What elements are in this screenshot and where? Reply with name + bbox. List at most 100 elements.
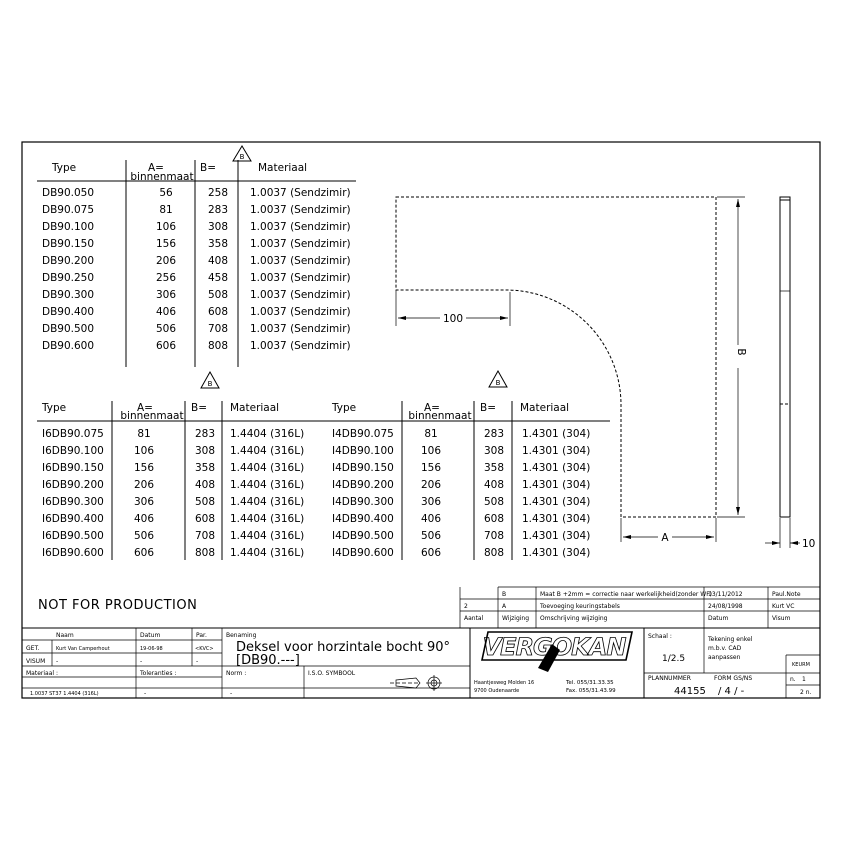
visum-par: - [196,658,198,665]
triangle-revision-icon: B [488,369,508,388]
table2-header-material: Materiaal [230,402,279,414]
cell-material: 1.0037 (Sendzimir) [250,204,351,216]
cell-material: 1.0037 (Sendzimir) [250,238,351,250]
cell-b: 708 [195,530,215,542]
cell-type: DB90.300 [42,289,94,301]
cell-b: 283 [484,428,504,440]
get-name: Kurt Van Camperhout [56,646,110,652]
cell-material: 1.4301 (304) [522,445,590,457]
norm-label: Norm : [226,670,246,677]
cell-material: 1.0037 (Sendzimir) [250,272,351,284]
triangle-revision-icon: B [232,145,252,162]
dimension-b-label: B [735,348,747,355]
cell-a: 606 [134,547,154,559]
cell-type: DB90.500 [42,323,94,335]
iso-symbol-label: I.S.O. SYMBOOL [308,670,356,677]
table-i6db90: Type A= binnenmaat B= B Materiaal I6DB90… [37,370,326,560]
table3-header-a-sub: binnenmaat [408,410,471,422]
cell-b: 308 [484,445,504,457]
cell-material: 1.4404 (316L) [230,496,304,508]
sheet-value: 1 [802,676,806,683]
cell-a: 506 [156,323,176,335]
drawing-title-code: [DB90.---] [236,653,300,668]
revision-name: Kurt VC [772,603,794,610]
svg-text:B: B [496,379,501,387]
cell-type: I4DB90.300 [332,496,394,508]
projection-symbol-icon [426,675,442,691]
revision-date: Datum [708,615,728,622]
par-label: Par. [196,632,207,639]
cell-b: 808 [208,340,228,352]
materiaal-label: Materiaal : [26,670,58,677]
sheet-label: n. [790,676,796,683]
drawing-title: Deksel voor horzintale bocht 90° [236,640,450,655]
cell-a: 606 [421,547,441,559]
cell-a: 206 [421,479,441,491]
cell-a: 406 [156,306,176,318]
cell-a: 81 [137,428,150,440]
cell-material: 1.4301 (304) [522,547,590,559]
cell-type: I4DB90.500 [332,530,394,542]
revision-text: Maat B +2mm = correctie naar werkelijkhe… [540,591,712,598]
cell-a: 306 [421,496,441,508]
cell-material: 1.4301 (304) [522,513,590,525]
revision-num: Aantal [464,615,484,622]
revision-text: Omschrijving wijziging [540,615,608,622]
cell-b: 283 [208,204,228,216]
schaal-value: 1/2.5 [662,654,685,664]
plannummer-value: 44155 [674,686,706,697]
telephone: Tel. 055/31.33.35 [565,680,614,686]
cell-b: 808 [484,547,504,559]
cell-a: 306 [156,289,176,301]
cell-a: 406 [421,513,441,525]
revision-name: Paul.Note [772,591,801,598]
table-i4db90: Type A= binnenmaat B= B Materiaal I4DB90… [326,369,610,560]
table-row: I6DB90.600 606 808 1.4404 (316L) [42,547,304,559]
form-label: FORM GS/NS [714,675,752,682]
table2-header-type: Type [41,402,66,414]
cell-type: I6DB90.100 [42,445,104,457]
cell-b: 808 [195,547,215,559]
cell-material: 1.4301 (304) [522,530,590,542]
dimension-100-label: 100 [443,313,463,325]
table3-header-type: Type [331,402,356,414]
cell-type: DB90.600 [42,340,94,352]
cell-material: 1.4404 (316L) [230,530,304,542]
table2-header-a: A= [137,402,153,414]
cell-b: 708 [208,323,228,335]
cad-note-line3: aanpassen [708,654,741,661]
cell-a: 406 [134,513,154,525]
cell-b: 408 [195,479,215,491]
address-line1: Haantjesweg Molden 16 [474,680,534,686]
cell-type: I6DB90.600 [42,547,104,559]
cell-type: DB90.100 [42,221,94,233]
cell-type: I4DB90.400 [332,513,394,525]
side-view-drawing: 10 [765,196,815,550]
cell-material: 1.4404 (316L) [230,547,304,559]
bend-cover-outline [395,196,717,518]
datum-label: Datum [140,632,160,639]
table3-header-b: B= [480,402,496,414]
cad-note-line2: m.b.v. CAD [708,645,742,652]
cell-material: 1.0037 (Sendzimir) [250,187,351,199]
dimension-10-label: 10 [802,538,815,550]
cell-a: 106 [421,445,441,457]
cell-type: I4DB90.075 [332,428,394,440]
triangle-revision-icon: B [200,370,220,389]
table1-header-material: Materiaal [258,162,307,174]
revision-letter: B [502,591,506,598]
revision-num: 2 [464,603,468,610]
cell-material: 1.4301 (304) [522,428,590,440]
cell-a: 256 [156,272,176,284]
revision-row: B Maat B +2mm = correctie naar werkelijkh… [502,591,801,598]
